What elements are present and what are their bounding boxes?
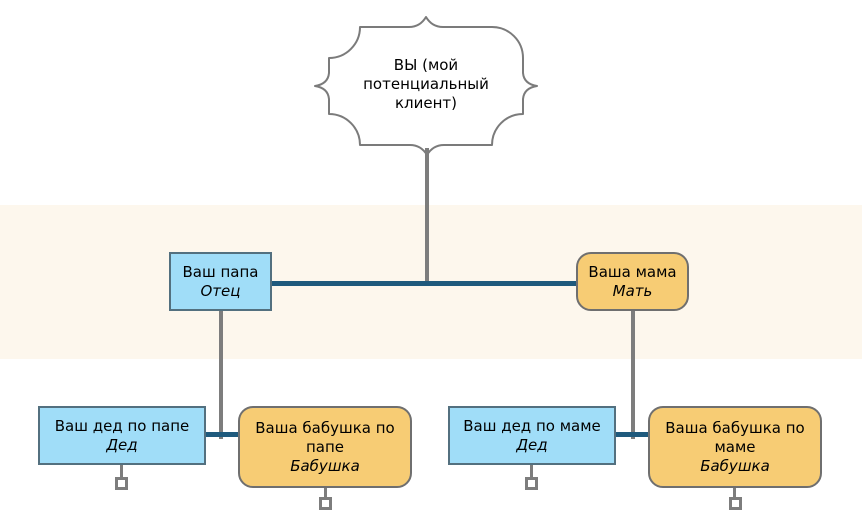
node-mother-subtitle: Мать [612,281,653,300]
node-grandfather-paternal: Ваш дед по папе Дед [38,406,206,465]
root-label: ВЫ (мой потенциальный клиент) [363,56,489,112]
marriage-line-maternal-grandparents [616,432,648,437]
node-mother-title: Ваша мама [588,262,677,281]
node-grandmother-paternal: Ваша бабушка по папе Бабушка [238,406,412,488]
node-grandfather-paternal-title: Ваш дед по папе [54,416,190,435]
connector-root-to-parents [425,148,429,284]
node-mother: Ваша мама Мать [576,252,689,311]
marriage-line-paternal-grandparents [206,432,238,437]
expand-stem-grandmother-paternal [324,488,327,498]
expand-toggle-grandfather-paternal[interactable] [115,477,128,490]
node-father-subtitle: Отец [200,281,241,300]
node-grandfather-maternal-subtitle: Дед [516,435,548,454]
connector-father-to-grandparents [219,311,223,439]
expand-stem-grandfather-maternal [530,465,533,478]
expand-stem-grandmother-maternal [733,488,736,498]
marriage-line-parents [272,281,576,286]
node-grandfather-paternal-subtitle: Дед [106,435,138,454]
connector-mother-to-grandparents [631,311,635,439]
expand-toggle-grandmother-paternal[interactable] [319,497,332,510]
node-father-title: Ваш папа [182,262,259,281]
node-grandmother-paternal-title: Ваша бабушка по папе [255,418,395,456]
expand-toggle-grandmother-maternal[interactable] [729,497,742,510]
expand-toggle-grandfather-maternal[interactable] [525,477,538,490]
node-grandmother-maternal-title: Ваша бабушка по маме [665,418,805,456]
node-grandfather-maternal: Ваш дед по маме Дед [448,406,616,465]
node-grandfather-maternal-title: Ваш дед по маме [463,416,601,435]
node-grandmother-maternal-subtitle: Бабушка [700,456,770,475]
node-grandmother-paternal-subtitle: Бабушка [290,456,360,475]
expand-stem-grandfather-paternal [120,465,123,478]
node-grandmother-maternal: Ваша бабушка по маме Бабушка [648,406,822,488]
node-father: Ваш папа Отец [169,252,272,311]
